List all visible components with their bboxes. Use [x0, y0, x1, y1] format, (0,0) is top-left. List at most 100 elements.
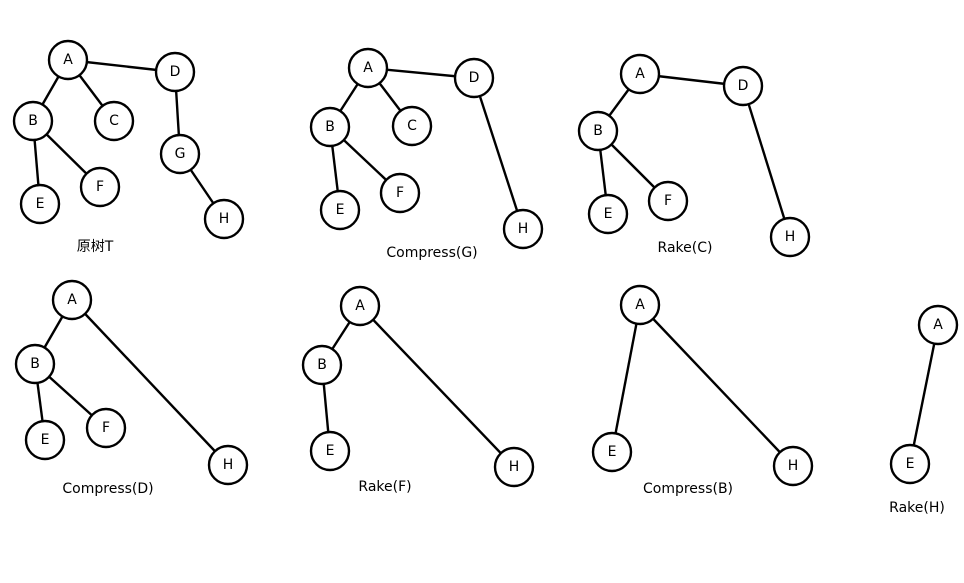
node-label: E — [604, 206, 613, 222]
node-E: E — [19, 183, 61, 225]
node-B: B — [309, 106, 351, 148]
node-E: E — [587, 193, 629, 235]
node-label: F — [102, 420, 110, 436]
node-circle — [79, 166, 121, 208]
node-circle — [203, 198, 245, 240]
node-circle — [391, 105, 433, 147]
node-circle — [51, 279, 93, 321]
node-circle — [159, 133, 201, 175]
node-label: E — [336, 202, 345, 218]
node-label: E — [41, 432, 50, 448]
node-circle — [591, 431, 633, 473]
node-circle — [207, 444, 249, 486]
node-circle — [577, 110, 619, 152]
edge-A-H — [359, 305, 515, 468]
node-label: D — [738, 78, 749, 94]
node-label: E — [608, 444, 617, 460]
node-label: D — [170, 64, 181, 80]
node-H: H — [502, 208, 544, 250]
node-H: H — [772, 445, 814, 487]
node-label: A — [355, 298, 365, 314]
node-C: C — [391, 105, 433, 147]
node-label: A — [933, 317, 943, 333]
node-label: C — [109, 113, 119, 129]
node-label: E — [326, 443, 335, 459]
node-label: A — [363, 60, 373, 76]
tree-5: A E H — [591, 284, 814, 487]
node-E: E — [309, 430, 351, 472]
node-label: A — [63, 52, 73, 68]
node-A: A — [339, 285, 381, 327]
tree-3: A B E F H — [14, 279, 249, 486]
caption-original-tree: 原树T — [76, 239, 114, 255]
node-label: E — [906, 456, 915, 472]
node-label: B — [317, 357, 327, 373]
node-A: A — [917, 304, 959, 346]
node-label: E — [36, 196, 45, 212]
node-label: G — [175, 146, 186, 162]
node-circle — [722, 65, 764, 107]
node-circle — [889, 443, 931, 485]
node-H: H — [203, 198, 245, 240]
node-B: B — [577, 110, 619, 152]
node-B: B — [301, 344, 343, 386]
caption-rake-h: Rake(H) — [889, 500, 945, 516]
node-A: A — [47, 39, 89, 81]
node-circle — [347, 47, 389, 89]
node-circle — [85, 407, 127, 449]
node-circle — [301, 344, 343, 386]
node-F: F — [647, 180, 689, 222]
node-label: H — [518, 221, 529, 237]
node-label: A — [635, 297, 645, 313]
edge-A-E — [610, 304, 642, 453]
node-circle — [917, 304, 959, 346]
edge-A-H — [71, 299, 229, 466]
node-E: E — [24, 419, 66, 461]
caption-compress-d: Compress(D) — [62, 481, 154, 497]
node-circle — [587, 193, 629, 235]
node-G: G — [159, 133, 201, 175]
node-D: D — [453, 57, 495, 99]
node-label: B — [28, 113, 38, 129]
node-label: A — [67, 292, 77, 308]
node-A: A — [51, 279, 93, 321]
node-E: E — [319, 189, 361, 231]
node-label: B — [593, 123, 603, 139]
node-circle — [12, 100, 54, 142]
node-circle — [647, 180, 689, 222]
edge-D-H — [472, 77, 525, 230]
node-circle — [619, 53, 661, 95]
node-H: H — [207, 444, 249, 486]
node-circle — [769, 216, 811, 258]
node-circle — [309, 430, 351, 472]
caption-rake-c: Rake(C) — [657, 240, 713, 256]
node-D: D — [154, 51, 196, 93]
node-label: H — [219, 211, 230, 227]
node-circle — [453, 57, 495, 99]
node-circle — [772, 445, 814, 487]
node-E: E — [889, 443, 931, 485]
tree-2: A D B E F H — [577, 53, 811, 258]
node-A: A — [347, 47, 389, 89]
node-circle — [319, 189, 361, 231]
node-label: H — [223, 457, 234, 473]
node-label: H — [509, 459, 520, 475]
node-label: H — [785, 229, 796, 245]
node-label: B — [325, 119, 335, 135]
node-A: A — [619, 284, 661, 326]
node-F: F — [85, 407, 127, 449]
node-label: B — [30, 356, 40, 372]
node-label: F — [664, 193, 672, 209]
node-circle — [339, 285, 381, 327]
node-C: C — [93, 100, 135, 142]
node-A: A — [619, 53, 661, 95]
node-circle — [93, 100, 135, 142]
node-circle — [24, 419, 66, 461]
node-E: E — [591, 431, 633, 473]
node-D: D — [722, 65, 764, 107]
node-circle — [493, 446, 535, 488]
node-circle — [154, 51, 196, 93]
